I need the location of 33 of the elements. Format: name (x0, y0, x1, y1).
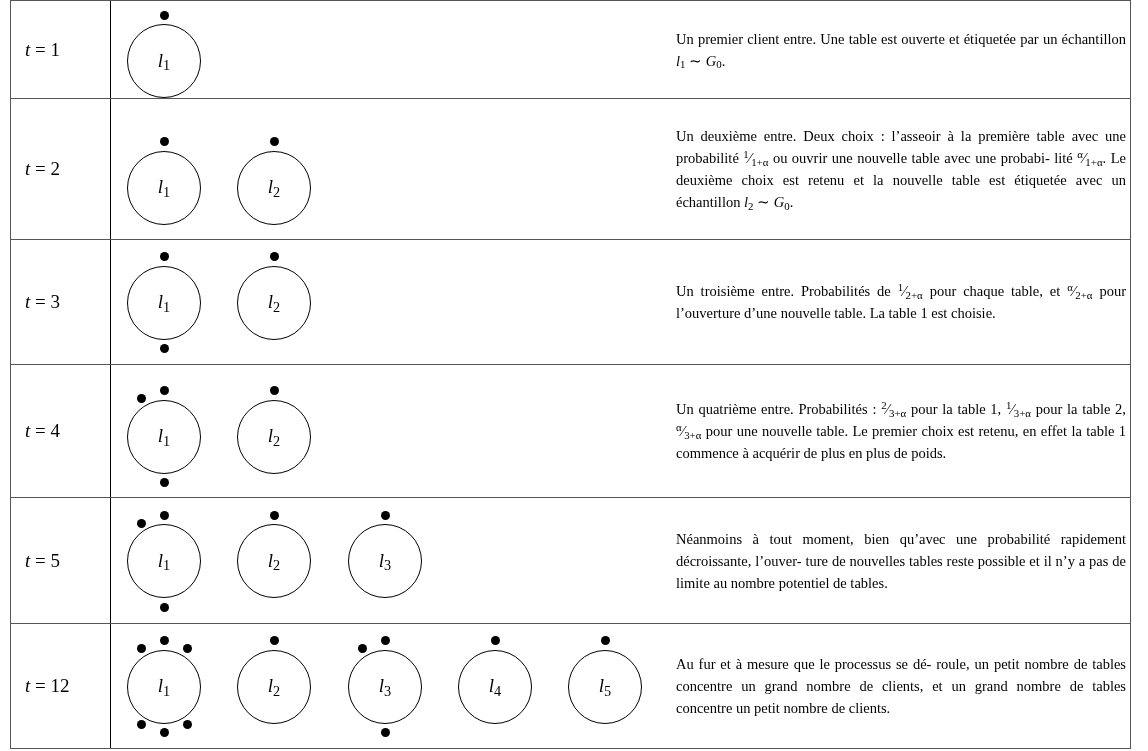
description-text: Un troisième entre. Probabilités de $^{1}$⁄$_{2+α}$ pour chaque table, et $^{α}$⁄$_{2+α}$ pour l’ouverture d’une nouvelle table. La table 1 est choisie. (676, 280, 1126, 323)
time-step-label: t = 3 (25, 289, 60, 314)
time-step-label: t = 4 (25, 418, 60, 443)
table-label: l$_{1}$ (157, 290, 171, 317)
table-label: l$_{1}$ (157, 175, 171, 202)
table-label: l$_{2}$ (267, 674, 281, 701)
table-label: l$_{4}$ (488, 674, 502, 701)
table-label: l$_{1}$ (157, 674, 171, 701)
table-row (10, 497, 1131, 624)
table-label: l$_{1}$ (157, 548, 171, 576)
table-label: l$_{3}$ (378, 674, 392, 701)
description-text: Au fur et à mesure que le processus se dé- roule, un petit nombre de tables concentre un grand nombre de clients, et un grand nombre de tables concentre un petit nombre de clients. (676, 655, 1126, 718)
table-label: l$_{1}$ (157, 48, 171, 76)
time-step-label: t = 2 (25, 156, 60, 181)
time-step-label: t = 5 (25, 548, 60, 573)
table-label: l$_{1}$ (157, 424, 171, 451)
table-label: l$_{2}$ (267, 424, 281, 451)
table-row (10, 623, 1131, 749)
table-row (10, 239, 1131, 365)
table-label: l$_{5}$ (598, 674, 612, 701)
table-row (10, 98, 1131, 240)
description-text: Néanmoins à tout moment, bien qu’avec une probabilité rapidement décroissante, l’ouver- ture de nouvelles tables reste possible et il n’y a pas de limite au nombre potentiel de tables. (676, 529, 1126, 593)
time-step-label: t = 1 (25, 37, 60, 62)
table-row (10, 364, 1131, 498)
table-label: l$_{3}$ (378, 548, 392, 576)
description-text: Un deuxième entre. Deux choix : l’asseoir à la première table avec une probabilité $^{1}$⁄$_{1+α}$ ou ouvrir une nouvelle table avec une probabi- lité $^{α}$⁄$_{1+α}$. Le deuxième choix est retenu et la nouvelle table est étiquetée avec un échantillon l$_{2}$ ∼ G$_{0}$. (676, 127, 1126, 213)
table-label: l$_{2}$ (267, 175, 281, 202)
table-label: l$_{2}$ (267, 548, 281, 576)
table-row (10, 0, 1131, 99)
table-label: l$_{2}$ (267, 290, 281, 317)
description-text: Un quatrième entre. Probabilités : $^{2}$⁄$_{3+α}$ pour la table 1, $^{1}$⁄$_{3+α}$ pour la table 2, $^{α}$⁄$_{3+α}$ pour une nouvelle table. Le premier choix est retenu, en effet la table 1 commence à acquérir de plus en plus de poids. (676, 398, 1126, 463)
time-step-label: t = 12 (25, 673, 70, 698)
description-text: Un premier client entre. Une table est ouverte et étiquetée par un échantillon l$_{1}$ ∼ G$_{0}$. (676, 29, 1126, 72)
